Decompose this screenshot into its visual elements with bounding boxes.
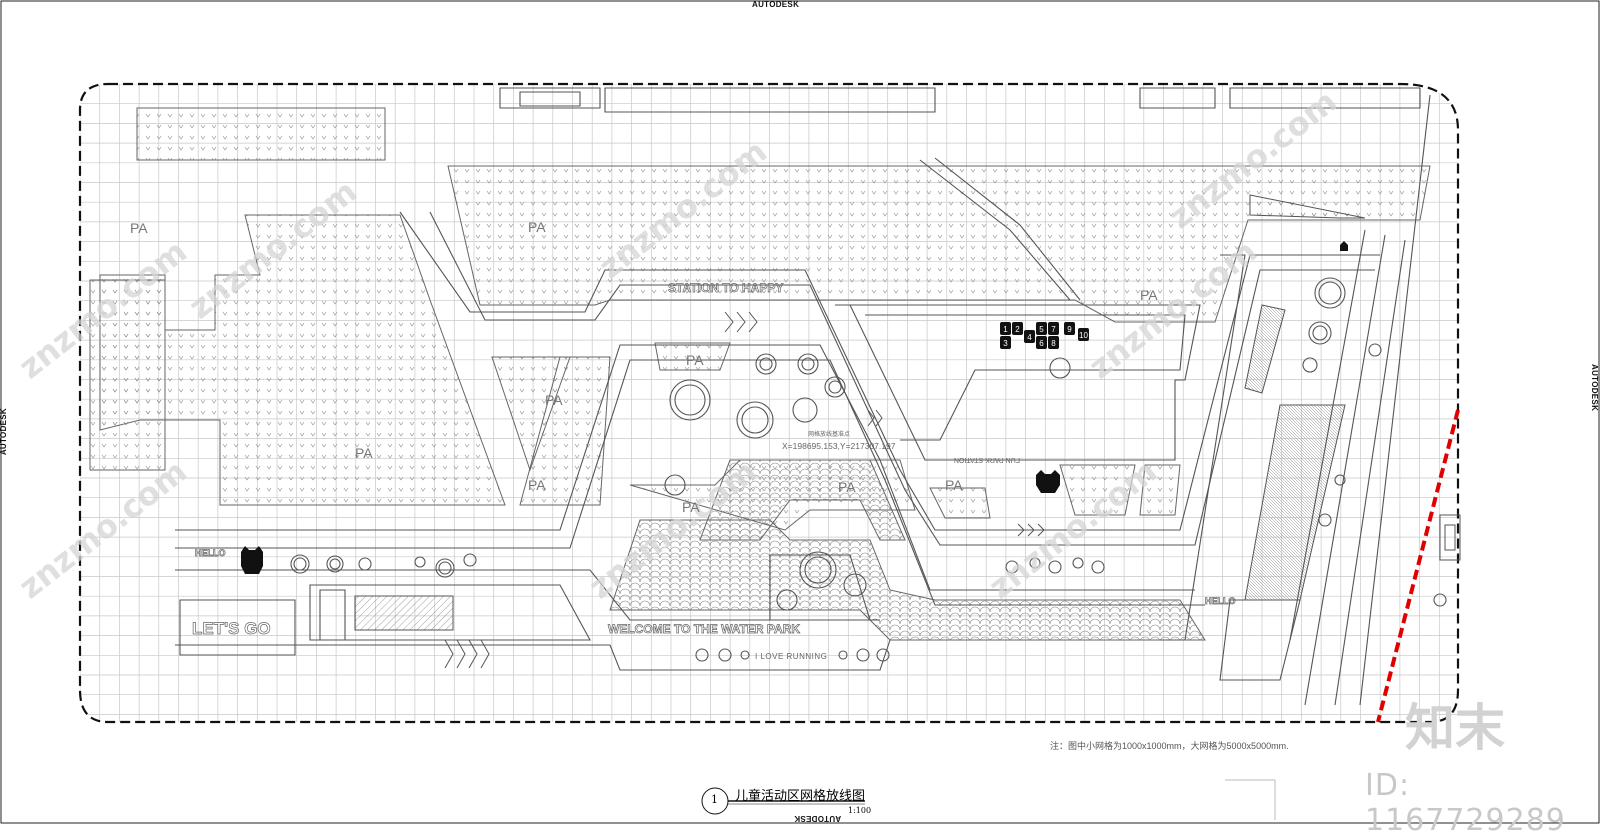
hopscotch-cell: [1036, 322, 1047, 335]
hopscotch-cell: [1064, 322, 1075, 335]
red-property-line: [1376, 409, 1460, 723]
hatched-strips: [354, 194, 1366, 631]
zone-label: PA: [528, 219, 546, 235]
site-boundary: [78, 82, 1460, 724]
hopscotch-number: 6: [1039, 339, 1044, 348]
watermark-site-3: znzmo.com: [12, 452, 194, 606]
vendor-top: AUTODESK: [752, 0, 800, 9]
label-running: I LOVE RUNNING: [755, 652, 827, 661]
vendor-left: AUTODESK: [0, 408, 8, 456]
zone-label: PA: [545, 392, 563, 408]
zone-label: PA: [682, 499, 700, 515]
hopscotch-number: 7: [1051, 325, 1056, 334]
ground-graphics-text: STATION TO HAPPY WELCOME TO THE WATER PA…: [192, 281, 1236, 639]
hopscotch-cell: [1048, 322, 1059, 335]
zone-label: PA: [1140, 287, 1158, 303]
label-letsgo: LET'S GO: [192, 619, 271, 638]
hopscotch-cell: [1024, 330, 1035, 343]
label-coord: X=198695.153,Y=217307.197: [782, 441, 896, 451]
water-play-paving: [609, 459, 1206, 641]
hopscotch-number: 3: [1003, 339, 1008, 348]
hopscotch-number: 9: [1067, 325, 1072, 334]
hopscotch-cell: [1012, 322, 1023, 335]
vendor-right: AUTODESK: [1590, 364, 1599, 412]
play-circles: [290, 277, 1447, 662]
mascot-icons: [241, 241, 1348, 574]
hopscotch-number: 2: [1015, 325, 1020, 334]
caption-graphic: [701, 787, 865, 815]
hopscotch-cell: [1048, 336, 1059, 349]
label-hello-right: HELLO: [1205, 596, 1236, 606]
caption-title: 儿童活动区网格放线图: [735, 789, 866, 804]
hopscotch-cell: [1000, 322, 1011, 335]
hopscotch-cell: [1000, 336, 1011, 349]
zone-label: PA: [686, 352, 704, 368]
label-hello-left: HELLO: [195, 548, 226, 558]
watermark-logo: 知末: [1405, 699, 1505, 757]
label-station: STATION TO HAPPY: [668, 281, 783, 295]
label-welcome: WELCOME TO THE WATER PARK: [608, 622, 800, 636]
paving-areas: [89, 107, 1431, 531]
zone-labels: PA PA PA PA PA PA PA PA PA PA: [130, 219, 1158, 515]
hopscotch-number: 8: [1051, 339, 1056, 348]
vendor-bottom: AUTODESK: [794, 814, 842, 823]
zone-label: PA: [528, 477, 546, 493]
label-fun-station: FUN PARK STATION: [954, 456, 1020, 463]
hopscotch-cell: [1078, 328, 1089, 341]
chevron-markings: [444, 311, 1045, 669]
hopscotch-number: 4: [1027, 333, 1032, 342]
zone-label: PA: [355, 445, 373, 461]
edge-structures: [1225, 514, 1461, 820]
hopscotch-cell: [1036, 336, 1047, 349]
hopscotch-number: 10: [1079, 331, 1088, 340]
ground-small-text: I LOVE RUNNING X=198695.153,Y=217307.197…: [755, 430, 1020, 661]
walkway-outlines: [175, 87, 1431, 706]
zone-label: PA: [945, 477, 963, 493]
grid-note: 注：图中小网格为1000x1000mm，大网格为5000x5000mm.: [1050, 741, 1289, 751]
hopscotch-number: 5: [1039, 325, 1044, 334]
caption-scale: 1:100: [848, 806, 872, 815]
caption-number: 1: [711, 793, 718, 806]
watermark-id: ID: 1167729289: [1365, 768, 1566, 838]
zone-label: PA: [130, 220, 148, 236]
zone-label: PA: [838, 479, 856, 495]
label-coord-title: 网格放线基准点: [808, 430, 850, 438]
hopscotch-number: 1: [1003, 325, 1008, 334]
